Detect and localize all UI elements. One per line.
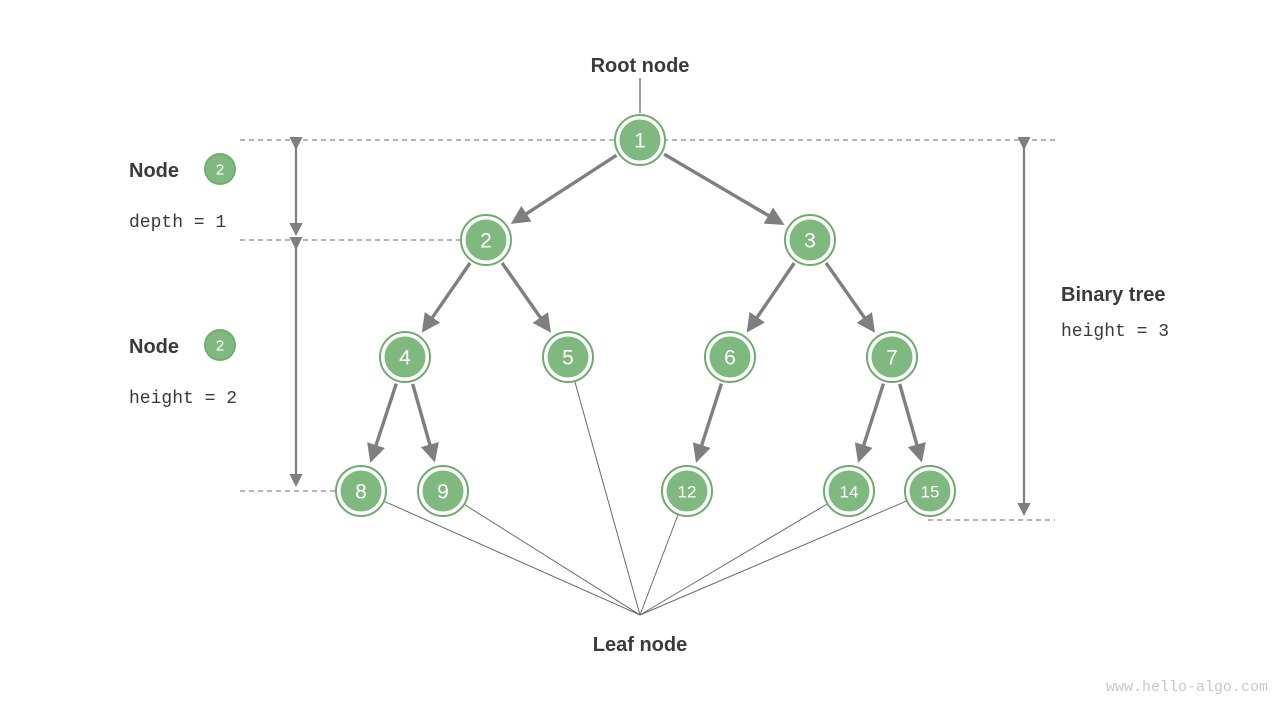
tree-edge-7-14 [854,383,886,463]
leaf-node-annotation: Leaf node [593,634,687,656]
tree-node-7-fill [871,336,913,378]
annotation-node-height-title: Node [129,336,179,358]
tree-edge-6-12 [692,383,724,463]
tree-node-14-fill [828,470,870,512]
dimension-lines-layer [289,136,1031,517]
tree-node-7[interactable]: 7 [866,331,918,383]
watermark-text: www.hello-algo.com [1106,679,1268,696]
tree-node-12[interactable]: 12 [661,465,713,517]
tree-node-2-fill [465,219,507,261]
tree-node-6-fill [709,336,751,378]
tree-node-1-value: 1 [634,130,646,153]
annotation-binary-tree-title: Binary tree [1061,284,1166,306]
tree-node-5-fill [547,336,589,378]
annotation-node-depth: Node 2 depth = 1 [129,153,236,233]
annotation-node-height-detail: height = 2 [129,389,237,409]
annotation-node-depth-detail: depth = 1 [129,213,226,233]
root-node-annotation: Root node [591,55,690,113]
tree-node-8-fill [340,470,382,512]
tree-node-15[interactable]: 15 [904,465,956,517]
tree-edge-4-8 [367,383,398,463]
tree-edges-layer [367,152,926,463]
annotation-binary-tree-height: Binary tree height = 3 [1061,284,1169,342]
annotation-node-depth-badge-fill [204,153,236,185]
tree-node-7-value: 7 [886,347,898,370]
annotation-node-height: Node 2 height = 2 [129,329,237,409]
annotation-node-height-badge-fill [204,329,236,361]
tree-node-6[interactable]: 6 [704,331,756,383]
leaf-pointer-lines-layer [383,380,908,616]
leaf-pointer-line-12 [639,514,679,616]
tree-node-1[interactable]: 1 [614,114,666,166]
tree-node-9-value: 9 [437,481,449,504]
annotation-node-depth-badge-ring [204,153,236,185]
tree-node-14[interactable]: 14 [823,465,875,517]
tree-node-15-value: 15 [921,483,940,502]
tree-edge-1-3 [663,152,785,226]
tree-node-5-value: 5 [562,347,574,370]
annotation-node-height-badge-value: 2 [216,338,224,355]
tree-node-4[interactable]: 4 [379,331,431,383]
tree-edge-2-4 [421,262,472,333]
tree-node-4-value: 4 [399,347,411,370]
annotation-node-depth-title: Node [129,160,179,182]
tree-node-1-fill [619,119,661,161]
leaf-pointer-line-5 [574,380,641,616]
tree-node-8[interactable]: 8 [335,465,387,517]
tree-node-5[interactable]: 5 [542,331,594,383]
tree-node-2-value: 2 [480,230,492,253]
tree-node-3[interactable]: 3 [784,214,836,266]
tree-edge-1-2 [510,153,618,224]
tree-node-8-value: 8 [355,481,367,504]
tree-node-3-value: 3 [804,230,816,253]
tree-edge-3-7 [824,261,876,333]
annotation-node-height-badge-ring [204,329,236,361]
tree-node-9[interactable]: 9 [417,465,469,517]
leaf-pointer-line-15 [639,500,908,616]
root-node-label: Root node [591,55,690,77]
guide-lines-layer [240,139,1055,521]
leaf-pointer-line-14 [639,503,828,616]
tree-node-14-value: 14 [840,483,859,502]
tree-node-12-fill [666,470,708,512]
tree-node-9-fill [422,470,464,512]
annotation-binary-tree-detail: height = 3 [1061,322,1169,342]
tree-edge-4-9 [411,383,439,463]
tree-node-6-value: 6 [724,347,736,370]
annotation-node-depth-badge-value: 2 [216,162,224,179]
leaf-pointer-line-9 [463,503,641,616]
leaf-node-label: Leaf node [593,634,687,656]
tree-edge-2-5 [500,261,552,333]
tree-node-2[interactable]: 2 [460,214,512,266]
leaf-pointer-line-8 [383,500,641,616]
tree-edge-3-6 [746,262,796,333]
tree-node-15-fill [909,470,951,512]
tree-node-4-fill [384,336,426,378]
tree-node-3-fill [789,219,831,261]
tree-edge-7-15 [898,383,926,463]
tree-node-12-value: 12 [678,483,697,502]
